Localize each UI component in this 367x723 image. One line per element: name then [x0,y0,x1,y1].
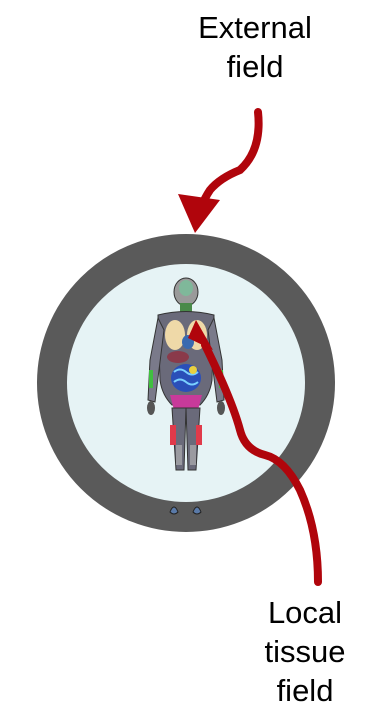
local-field-label-line1: Local [240,593,367,632]
external-arrow-head [178,194,220,233]
local-field-label-line2: tissue [240,632,367,671]
local-tissue-field-label: Local tissue field [240,593,367,710]
local-field-label-line3: field [240,671,367,710]
